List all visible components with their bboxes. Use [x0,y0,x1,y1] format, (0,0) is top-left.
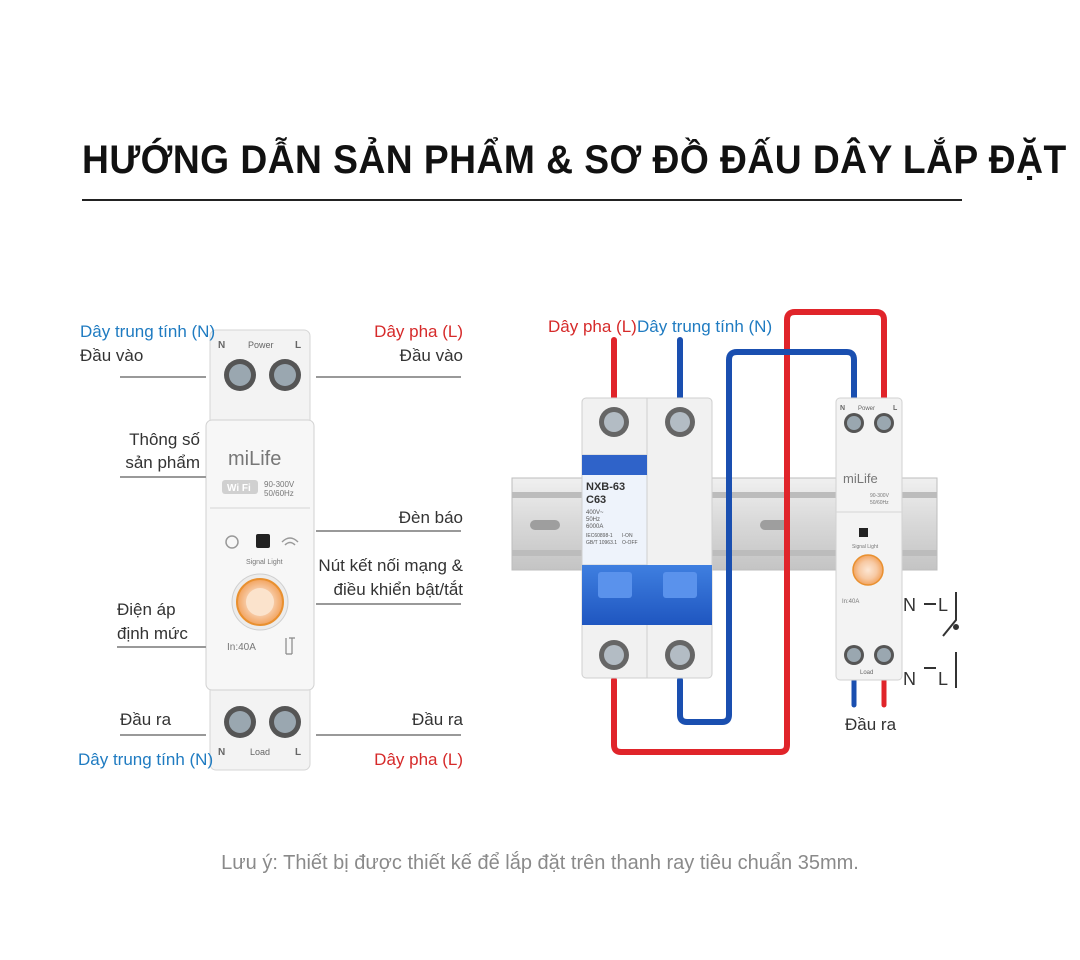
page-title: HƯỚNG DẪN SẢN PHẨM & SƠ ĐỒ ĐẤU DÂY LẮP Đ… [82,138,1067,182]
wire-neutral-loop [677,349,857,725]
small-top-l: L [893,405,898,412]
label-neutral-out: Dây trung tính (N) [78,750,214,769]
small-load: Load [860,670,873,676]
switch-symbol [924,592,959,688]
bottom-n-text: N [218,747,225,758]
label-phase-in: Dây pha (L) [374,322,463,341]
spec-freq-text: 50/60Hz [264,489,294,498]
breaker-model-text: NXB-63 [586,481,625,493]
leader-output-right [316,734,461,736]
sym-l-bottom: L [938,669,948,689]
label-input-right: Đầu vào [399,346,463,365]
breaker-on-text: I-ON [622,533,633,539]
leader-output-left [120,734,206,736]
top-n-text: N [218,340,225,351]
sym-l-top: L [938,595,948,615]
wire-phase-loop [611,309,887,755]
sym-n-bottom: N [903,669,916,689]
label-spec-1: Thông số [129,430,200,449]
label-output-right: Đầu ra [411,710,463,729]
label-right-phase: Dây pha (L) [548,317,637,336]
bottom-load-text: Load [250,747,270,757]
circuit-breaker: NXB-63 C63 400V~ 50Hz 6000A IEC60898-1 G… [581,397,713,679]
spec-voltage-text: 90-300V [264,480,295,489]
label-right-neutral: Dây trung tính (N) [637,317,773,336]
sym-n-top: N [903,595,916,615]
label-input-left: Đầu vào [80,346,144,365]
label-right-output: Đầu ra [845,715,897,734]
wifi-text: Wi Fi [227,483,251,494]
small-spec-v: 90-300V [870,493,890,499]
breaker-small2: 50Hz [586,517,600,523]
label-phase-out: Dây pha (L) [374,750,463,769]
bottom-l-text: L [295,747,301,758]
small-rating: In:40A [842,599,859,605]
label-button-2: điều khiển bật/tắt [333,580,463,599]
label-spec-2: sản phẩm [125,453,200,472]
small-signal: Signal Light [852,544,879,550]
top-l-text: L [295,340,301,351]
label-button-1: Nút kết nối mạng & [318,556,463,575]
smart-switch-small: N Power L miLife 90-300V 50/60Hz Signal … [835,397,903,681]
label-voltage-1: Điện áp [117,600,176,619]
label-indicator: Đèn báo [398,508,463,527]
breaker-off-text: O-OFF [622,540,638,546]
brand-text: miLife [228,448,281,470]
title-underline [82,199,962,201]
breaker-small1: 400V~ [586,510,604,516]
rating-text: In:40A [227,642,256,653]
leader-input-right [316,376,461,378]
leader-voltage [117,646,206,648]
small-brand: miLife [843,471,878,486]
leader-indicator [316,530,461,532]
breaker-small3: 6000A [586,524,603,530]
leader-button [316,603,461,605]
leader-input-left [120,376,206,378]
signal-light-icon [256,534,270,548]
breaker-std1: IEC60898-1 [586,533,613,539]
power-icon [225,535,239,549]
label-voltage-2: định mức [117,624,188,643]
small-toggle-button [852,554,884,586]
wiring [611,309,887,755]
signal-light-text: Signal Light [246,559,283,566]
label-neutral-in: Dây trung tính (N) [80,322,216,341]
wifi-icon [281,537,299,546]
smart-switch-large: N Power L miLife Wi Fi 90-300V 50/60Hz S… [205,329,315,771]
breaker-std2: GB/T 10963.1 [586,540,617,546]
small-top-n: N [840,405,845,412]
breaker-curve-text: C63 [586,494,606,506]
label-output-left: Đầu ra [120,710,172,729]
installation-note: Lưu ý: Thiết bị được thiết kế để lắp đặt… [221,852,859,874]
leader-spec [120,476,206,478]
top-power-text: Power [248,340,274,350]
small-power: Power [858,406,875,412]
small-spec-f: 50/60Hz [870,500,889,506]
